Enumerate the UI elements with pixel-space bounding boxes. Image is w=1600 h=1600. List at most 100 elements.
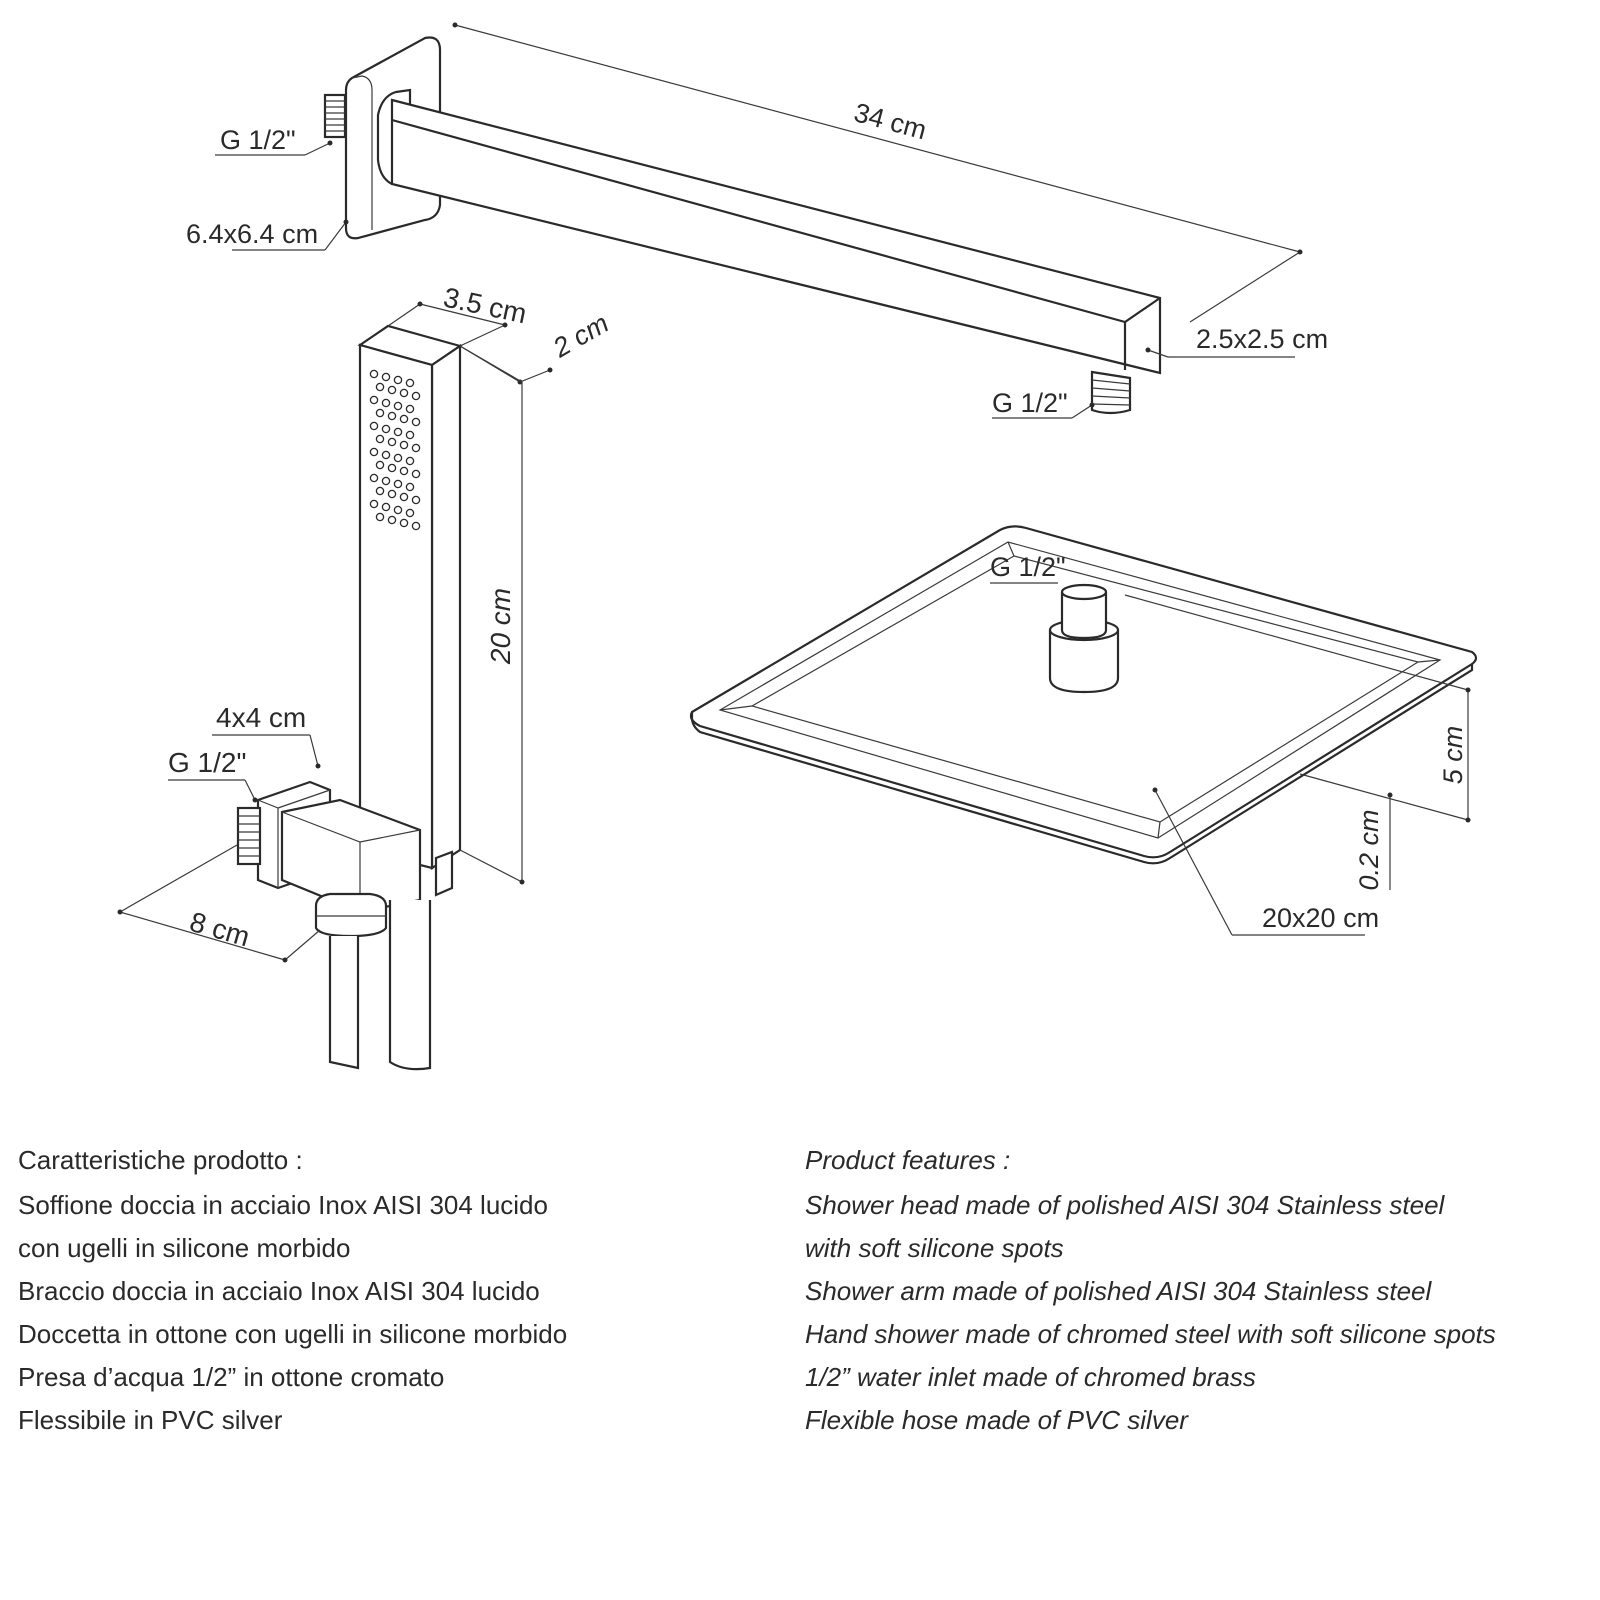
arm-outlet-thread <box>1090 370 1132 415</box>
callout-arm-section: 2.5x2.5 cm <box>1145 324 1328 358</box>
nozzle-dot <box>381 398 391 408</box>
callout-arm-wall-thread: G 1/2" <box>215 125 333 156</box>
nozzle-dot <box>411 469 421 479</box>
nozzle-dot <box>405 456 415 466</box>
arm-tube <box>390 98 1162 375</box>
list-item: Flexible hose made of PVC silver <box>805 1405 1188 1435</box>
list-item: Braccio doccia in acciaio Inox AISI 304 … <box>18 1276 540 1306</box>
list-item: Hand shower made of chromed steel with s… <box>805 1319 1496 1349</box>
nozzle-dot <box>369 421 379 431</box>
shower-arm: 34 cm G 1/2" 6.4x6.4 cm 2.5x2.5 cm <box>186 22 1328 419</box>
nozzle-dot <box>369 473 379 483</box>
hand-depth-label: 2 cm <box>547 308 614 364</box>
nozzle-dot <box>381 372 391 382</box>
callout-arm-outlet-thread: G 1/2" <box>992 388 1095 419</box>
callout-inlet-size: 4x4 cm <box>212 702 321 769</box>
nozzle-dot <box>393 375 403 385</box>
hand-height-label: 20 cm <box>485 588 516 665</box>
nozzle-dot <box>393 401 403 411</box>
nozzle-dot <box>405 378 415 388</box>
nozzle-dot <box>381 502 391 512</box>
list-item: Shower head made of polished AISI 304 St… <box>805 1190 1445 1220</box>
technical-drawing: 34 cm G 1/2" 6.4x6.4 cm 2.5x2.5 cm <box>117 22 1478 1071</box>
nozzle-dot <box>387 411 397 421</box>
list-item: Flessibile in PVC silver <box>18 1405 283 1435</box>
nozzle-dot <box>399 440 409 450</box>
nozzle-dot <box>399 388 409 398</box>
nozzle-dot <box>381 476 391 486</box>
arm-wall-thread <box>323 93 347 139</box>
nozzle-dot <box>399 466 409 476</box>
list-item: con ugelli in silicone morbido <box>18 1233 351 1263</box>
nozzle-dot <box>405 482 415 492</box>
list-item: 1/2” water inlet made of chromed brass <box>805 1362 1256 1392</box>
arm-wall-thread-label: G 1/2" <box>220 125 296 155</box>
nozzle-dot <box>369 369 379 379</box>
nozzle-dot <box>393 479 403 489</box>
hand-width-label: 3.5 cm <box>441 282 530 330</box>
water-inlet <box>236 780 454 1071</box>
features-english: Product features : Shower head made of p… <box>805 1140 1595 1442</box>
nozzle-dot <box>375 460 385 470</box>
dimension-head-thickness: 0.2 cm <box>1354 792 1393 891</box>
list-item: Doccetta in ottone con ugelli in silicon… <box>18 1319 568 1349</box>
nozzle-dot <box>399 492 409 502</box>
nozzle-dot <box>405 508 415 518</box>
nozzle-dot <box>375 408 385 418</box>
nozzle-dot <box>381 450 391 460</box>
shower-head-connector <box>1048 583 1120 694</box>
nozzle-dot <box>387 489 397 499</box>
head-thickness-label: 0.2 cm <box>1354 809 1384 890</box>
hand-shower-nozzles <box>369 369 421 531</box>
arm-section-label: 2.5x2.5 cm <box>1196 324 1328 354</box>
nozzle-dot <box>411 443 421 453</box>
callout-inlet-thread: G 1/2" <box>168 747 258 803</box>
nozzle-dot <box>369 447 379 457</box>
nozzle-dot <box>393 453 403 463</box>
arm-flange-label: 6.4x6.4 cm <box>186 219 318 249</box>
head-height-label: 5 cm <box>1438 726 1468 785</box>
callout-head-thread: G 1/2" <box>990 552 1066 584</box>
nozzle-dot <box>375 382 385 392</box>
nozzle-dot <box>387 385 397 395</box>
nozzle-dot <box>393 427 403 437</box>
features-italian-list: Soffione doccia in acciaio Inox AISI 304… <box>18 1184 778 1442</box>
nozzle-dot <box>375 434 385 444</box>
nozzle-dot <box>369 499 379 509</box>
dimension-hand-height: 20 cm <box>459 345 525 885</box>
list-item: Shower arm made of polished AISI 304 Sta… <box>805 1276 1432 1306</box>
list-item: Presa d’acqua 1/2” in ottone cromato <box>18 1362 445 1392</box>
list-item: Soffione doccia in acciaio Inox AISI 304… <box>18 1190 548 1220</box>
head-thread-label: G 1/2" <box>990 552 1066 582</box>
dimension-head-height: 5 cm <box>1124 594 1471 823</box>
nozzle-dot <box>411 391 421 401</box>
nozzle-dot <box>387 437 397 447</box>
arm-outlet-thread-label: G 1/2" <box>992 388 1068 418</box>
nozzle-dot <box>405 430 415 440</box>
nozzle-dot <box>387 515 397 525</box>
inlet-length-label: 8 cm <box>186 906 253 953</box>
nozzle-dot <box>399 414 409 424</box>
nozzle-dot <box>381 424 391 434</box>
nozzle-dot <box>411 417 421 427</box>
inlet-thread-label: G 1/2" <box>168 747 246 778</box>
features-english-list: Shower head made of polished AISI 304 St… <box>805 1184 1595 1442</box>
nozzle-dot <box>375 512 385 522</box>
nozzle-dot <box>399 518 409 528</box>
list-item: with soft silicone spots <box>805 1233 1064 1263</box>
nozzle-dot <box>411 495 421 505</box>
features-italian-title: Caratteristiche prodotto : <box>18 1145 303 1175</box>
arm-length-label: 34 cm <box>851 97 930 145</box>
nozzle-dot <box>369 395 379 405</box>
nozzle-dot <box>387 463 397 473</box>
nozzle-dot <box>375 486 385 496</box>
shower-head: G 1/2" 5 cm 0.2 cm 20x20 cm <box>689 525 1478 936</box>
nozzle-dot <box>411 521 421 531</box>
features-italian: Caratteristiche prodotto : Soffione docc… <box>18 1140 778 1442</box>
nozzle-dot <box>405 404 415 414</box>
features-english-title: Product features : <box>805 1145 1011 1175</box>
head-size-label: 20x20 cm <box>1262 903 1379 933</box>
inlet-size-label: 4x4 cm <box>216 702 306 733</box>
nozzle-dot <box>393 505 403 515</box>
callout-arm-flange: 6.4x6.4 cm <box>186 219 349 251</box>
